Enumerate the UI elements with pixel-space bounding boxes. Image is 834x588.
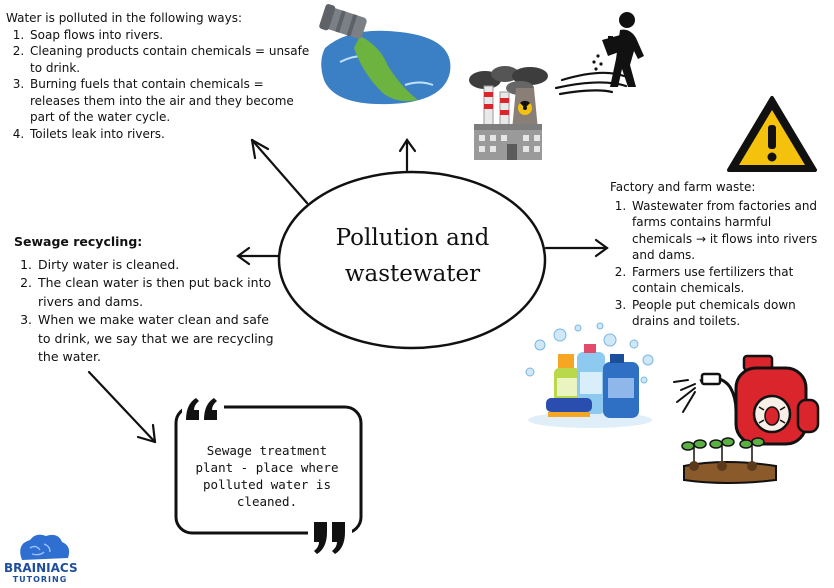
- pesticide-sprayer-icon: [673, 354, 820, 484]
- close-quote-icon: [314, 522, 345, 554]
- water-pollution-heading: Water is polluted in the following ways:: [6, 11, 243, 25]
- sewage-recycling-list: Dirty water is cleaned. The clean water …: [14, 256, 274, 367]
- factory-farm-heading: Factory and farm waste:: [610, 180, 756, 194]
- quote-text: Sewage treatment plant - place where pol…: [195, 443, 339, 509]
- list-item: Farmers use fertilizers that contain che…: [630, 264, 820, 297]
- factory-farm-waste: Factory and farm waste: Wastewater from …: [610, 179, 820, 330]
- arrow-right: [544, 238, 609, 258]
- list-item: Soap flows into rivers.: [28, 27, 316, 44]
- polluted-pond-icon: [319, 4, 451, 105]
- arrow-up-left: [250, 138, 309, 205]
- list-item: When we make water clean and safe to dri…: [36, 311, 274, 367]
- cleaning-products-icon: [525, 322, 654, 428]
- water-pollution-list: Soap flows into rivers. Cleaning product…: [6, 27, 316, 143]
- brand-tagline: TUTORING: [12, 575, 68, 584]
- sewage-recycling-heading: Sewage recycling:: [14, 234, 143, 249]
- factory-smoke-icon: [469, 66, 548, 160]
- open-quote-icon: [186, 398, 217, 420]
- list-item: Burning fuels that contain chemicals = r…: [28, 76, 316, 126]
- list-item: Dirty water is cleaned.: [36, 256, 274, 275]
- title-line-1: Pollution and: [335, 225, 490, 251]
- list-item: Toilets leak into rivers.: [28, 126, 316, 143]
- title-line-2: wastewater: [344, 261, 481, 287]
- page-title: Pollution and wastewater: [300, 220, 525, 292]
- arrow-down-right: [87, 370, 157, 444]
- warning-sign-icon: [727, 96, 817, 172]
- list-item: The clean water is then put back into ri…: [36, 274, 274, 311]
- quote-box: [174, 405, 363, 535]
- list-item: People put chemicals down drains and toi…: [630, 297, 820, 330]
- factory-farm-list: Wastewater from factories and farms cont…: [610, 198, 820, 330]
- arrow-up: [398, 138, 417, 172]
- sewage-recycling: Sewage recycling: Dirty water is cleaned…: [14, 233, 274, 367]
- list-item: Wastewater from factories and farms cont…: [630, 198, 820, 264]
- brand-logo: BRAINIACS TUTORING: [4, 561, 78, 585]
- arrow-left: [236, 246, 281, 266]
- center-ellipse: [277, 170, 547, 350]
- water-pollution-ways: Water is polluted in the following ways:…: [6, 10, 316, 142]
- brand-name: BRAINIACS: [4, 561, 78, 575]
- list-item: Cleaning products contain chemicals = un…: [28, 43, 316, 76]
- brain-logo-icon: [20, 534, 70, 560]
- person-pouring-chemicals-icon: [554, 12, 644, 96]
